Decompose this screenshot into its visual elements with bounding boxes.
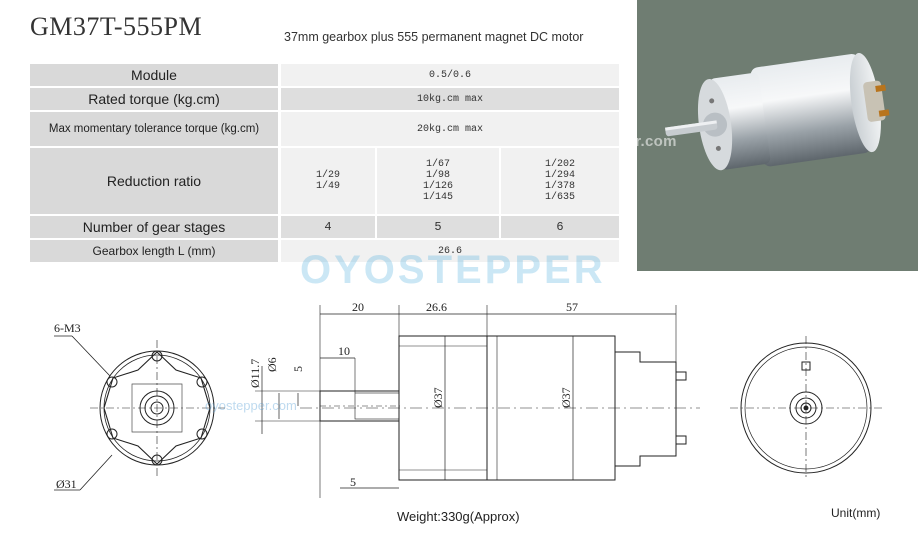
ratio-value: 1/378	[544, 181, 575, 192]
product-photo	[637, 0, 918, 271]
spec-value: 20kg.cm max	[281, 112, 619, 146]
ratio-group-1: 1/29 1/49	[281, 148, 377, 214]
ratio-value: 1/29	[315, 170, 340, 181]
product-subtitle: 37mm gearbox plus 555 permanent magnet D…	[284, 30, 584, 44]
spec-label: Max momentary tolerance torque (kg.cm)	[30, 112, 281, 146]
spec-label: Module	[30, 64, 281, 86]
spec-row-rated-torque: Rated torque (kg.cm) 10kg.cm max	[30, 88, 619, 110]
shaft-diameter-label: Ø6	[265, 357, 279, 372]
brand-watermark: OYOSTEPPER	[300, 248, 606, 292]
ratio-value: 1/126	[422, 181, 453, 192]
spec-row-max-torque: Max momentary tolerance torque (kg.cm) 2…	[30, 112, 619, 146]
spec-table: Module 0.5/0.6 Rated torque (kg.cm) 10kg…	[30, 62, 619, 264]
spec-value: 6	[501, 216, 619, 238]
ratio-value: 1/67	[425, 159, 450, 170]
gearbox-diameter-label: Ø37	[431, 387, 445, 408]
spec-label: Rated torque (kg.cm)	[30, 88, 281, 110]
holes-dim-label: 6-M3	[54, 321, 81, 335]
flat-dim-label: 5	[291, 366, 305, 372]
spec-label: Reduction ratio	[30, 148, 281, 214]
spec-row-gear-stages: Number of gear stages 4 5 6	[30, 216, 619, 238]
shaft-length-label: 20	[352, 300, 364, 314]
bottom-dim-label: 5	[350, 475, 356, 489]
spec-value: 26.6	[281, 240, 619, 262]
product-title: GM37T-555PM	[30, 12, 203, 41]
spec-value: 4	[281, 216, 377, 238]
motor-length-label: 57	[566, 300, 578, 314]
spec-row-module: Module 0.5/0.6	[30, 64, 619, 86]
side-view	[255, 305, 700, 498]
spec-value: 5	[377, 216, 501, 238]
front-view	[54, 335, 225, 491]
ratio-group-3: 1/202 1/294 1/378 1/635	[501, 148, 619, 214]
spec-value: 0.5/0.6	[281, 64, 619, 86]
spec-label: Number of gear stages	[30, 216, 281, 238]
drawing-watermark: oyostepper.com	[205, 398, 297, 413]
technical-drawing: 6-M3 Ø31 20 26.6 57 10 5 Ø11.7 Ø6 5 Ø37 …	[54, 300, 882, 498]
ratio-value: 1/635	[544, 192, 575, 203]
spec-label: Gearbox length L (mm)	[30, 240, 281, 262]
spec-value: 10kg.cm max	[281, 88, 619, 110]
spec-row-gearbox-length: Gearbox length L (mm) 26.6	[30, 240, 619, 262]
rear-view	[730, 336, 882, 480]
spec-row-reduction-ratio: Reduction ratio 1/29 1/49 1/67 1/98 1/12…	[30, 148, 619, 214]
ratio-value: 1/49	[315, 181, 340, 192]
motor-diameter-label: Ø37	[559, 387, 573, 408]
ratio-value: 1/294	[544, 170, 575, 181]
front-diameter-label: Ø31	[56, 477, 77, 491]
ratio-value: 1/98	[425, 170, 450, 181]
motor-photo-illustration	[664, 52, 890, 171]
weight-label: Weight:330g(Approx)	[397, 509, 520, 524]
unit-label: Unit(mm)	[831, 506, 881, 520]
gearbox-length-label: 26.6	[426, 300, 447, 314]
ratio-group-2: 1/67 1/98 1/126 1/145	[377, 148, 501, 214]
ratio-value: 1/145	[422, 192, 453, 203]
flat-length-label: 10	[338, 344, 350, 358]
ratio-value: 1/202	[544, 159, 575, 170]
shaft-outer-diameter-label: Ø11.7	[248, 359, 262, 388]
